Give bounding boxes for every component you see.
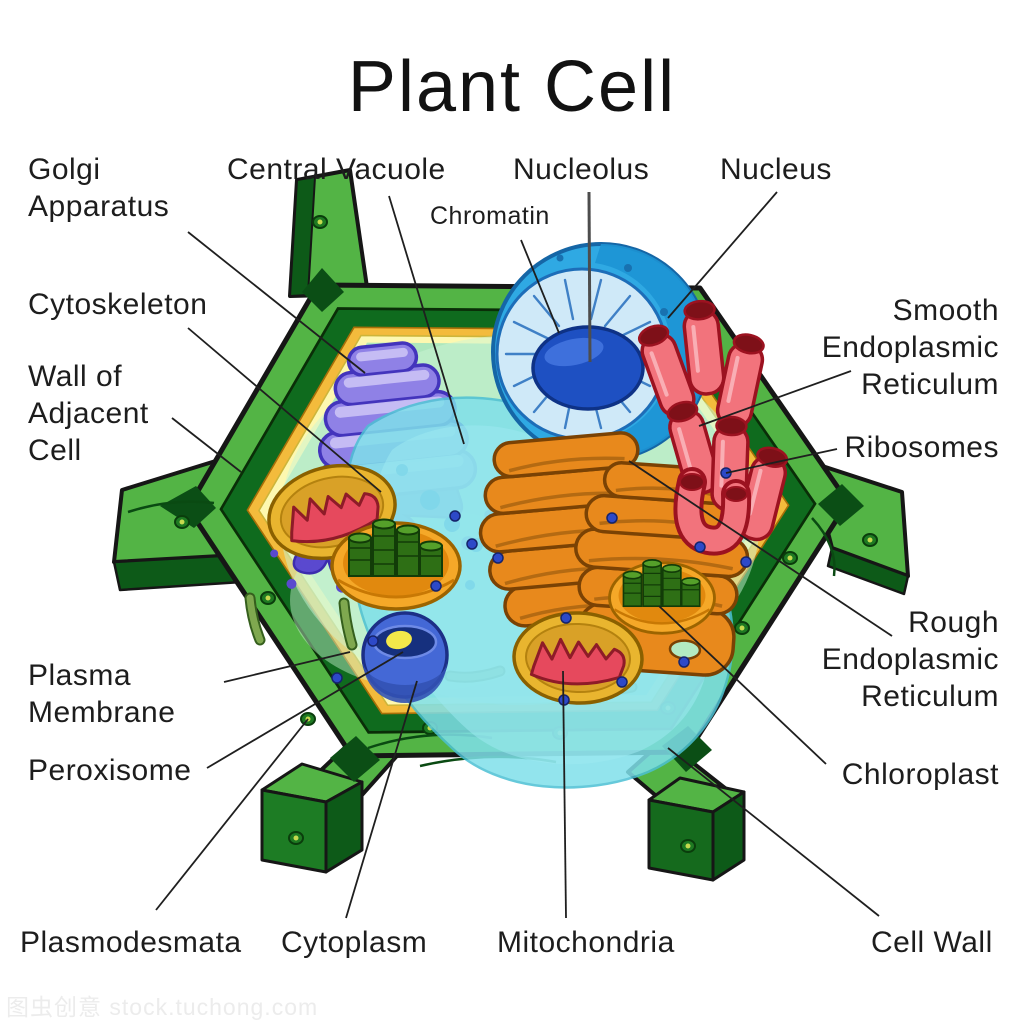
smooth-endoplasmic-reticulum — [632, 297, 793, 556]
label-chloroplast: Chloroplast — [841, 758, 999, 791]
leader-plasmodesmata — [155, 718, 309, 911]
label-golgi-apparatus: Golgi Apparatus — [28, 153, 170, 223]
label-smooth-endoplasmic-reticulum: Smooth Endoplasmic Reticulum — [821, 294, 999, 401]
peroxisome — [361, 611, 449, 703]
leader-chromatin — [520, 239, 560, 334]
label-peroxisome: Peroxisome — [28, 754, 192, 787]
leader-nucleolus — [587, 191, 592, 363]
label-rough-endoplasmic-reticulum: Rough Endoplasmic Reticulum — [821, 606, 999, 713]
watermark: 图虫创意 stock.tuchong.com — [6, 994, 319, 1020]
leader-nucleus — [667, 191, 778, 319]
label-nucleus: Nucleus — [720, 153, 832, 186]
nucleolus — [531, 325, 645, 411]
label-wall-of-adjacent-cell: Wall of Adjacent Cell — [28, 360, 149, 467]
leader-cytoskeleton — [187, 327, 382, 493]
label-chromatin: Chromatin — [430, 202, 550, 230]
leader-cell-wall — [667, 747, 880, 917]
leader-wall-of-adjacent-cell — [171, 417, 242, 473]
label-mitochondria: Mitochondria — [497, 926, 675, 959]
leader-lines — [155, 191, 893, 919]
label-plasma-membrane: Plasma Membrane — [28, 659, 176, 729]
leader-central-vacuole — [388, 195, 465, 445]
leader-plasma-membrane — [223, 651, 351, 683]
leader-chloroplast — [658, 605, 827, 765]
label-cytoplasm: Cytoplasm — [281, 926, 428, 959]
leader-cytoplasm — [345, 680, 418, 919]
leader-peroxisome — [206, 651, 404, 769]
label-cell-wall: Cell Wall — [871, 926, 993, 959]
label-central-vacuole: Central Vacuole — [227, 153, 446, 186]
nucleus — [491, 242, 711, 462]
label-cytoskeleton: Cytoskeleton — [28, 288, 208, 321]
leader-mitochondria — [562, 670, 567, 919]
page-title: Plant Cell — [347, 47, 677, 127]
leader-rough-er — [628, 460, 893, 637]
label-ribosomes: Ribosomes — [844, 431, 999, 464]
label-plasmodesmata: Plasmodesmata — [20, 926, 242, 959]
plasmodesmata-junctions — [160, 268, 864, 782]
leader-golgi-apparatus — [187, 231, 366, 374]
leader-ribosomes — [725, 448, 838, 474]
leader-smooth-er — [698, 370, 852, 427]
label-nucleolus: Nucleolus — [513, 153, 650, 186]
rough-endoplasmic-reticulum — [478, 431, 750, 677]
ribosomes — [331, 467, 752, 706]
